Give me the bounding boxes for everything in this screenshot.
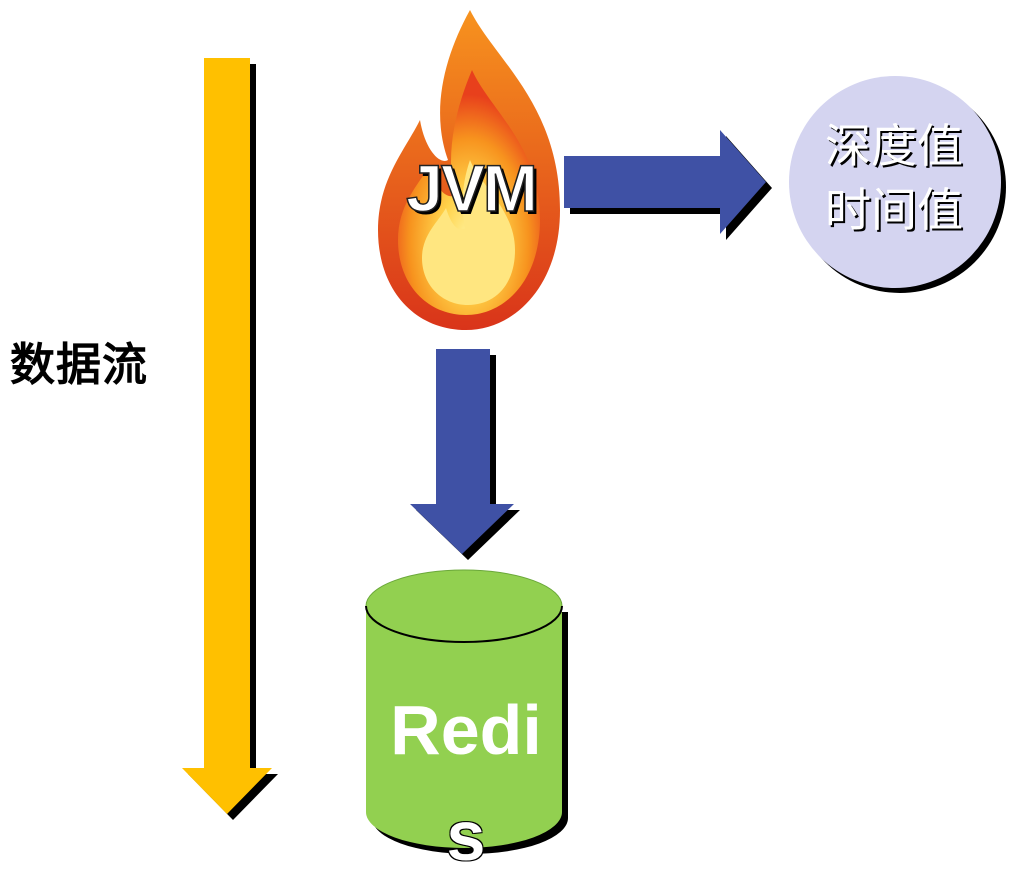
output-circle-text: 深度值 时间值	[782, 114, 1006, 242]
output-circle	[789, 76, 1006, 293]
depth-value-label: 深度值	[825, 119, 963, 173]
arrow-to-circle	[564, 130, 772, 240]
jvm-label: JVM	[405, 150, 538, 226]
database-cylinder-icon	[365, 569, 568, 854]
flame-icon	[378, 10, 560, 330]
data-flow-arrow	[182, 58, 278, 820]
arrow-to-store	[410, 349, 520, 560]
redis-label-line2: s	[446, 797, 486, 875]
redis-label-line1: Redi	[390, 691, 542, 769]
time-value-label: 时间值	[825, 183, 963, 237]
data-flow-label: 数据流	[10, 338, 149, 391]
